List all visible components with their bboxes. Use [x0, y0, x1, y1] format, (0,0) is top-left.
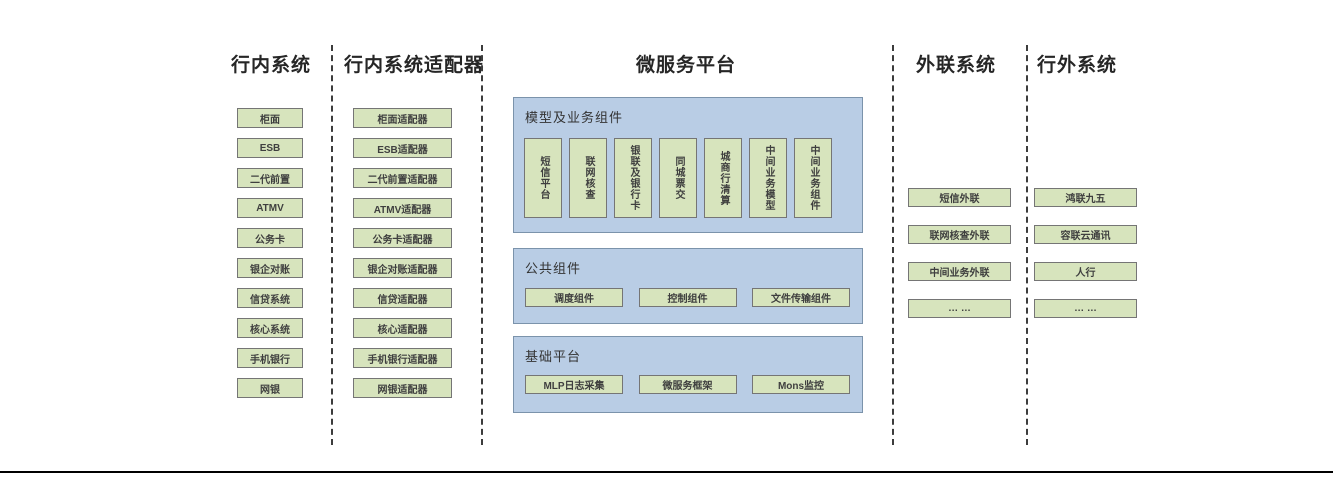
- component-label: 联网核查: [583, 156, 594, 200]
- system-box: ESB: [237, 138, 303, 158]
- column-header-microservice-platform: 微服务平台: [635, 55, 737, 76]
- internal-systems-column: 柜面 ESB 二代前置 ATMV 公务卡 银企对账 信贷系统 核心系统 手机银行…: [237, 108, 303, 398]
- system-box: 银企对账: [237, 258, 303, 278]
- component-label: 中间业务组件: [808, 145, 819, 211]
- bottom-rule: [0, 471, 1333, 473]
- adapter-box: ATMV适配器: [353, 198, 452, 218]
- system-box: 网银: [237, 378, 303, 398]
- system-box: 核心系统: [237, 318, 303, 338]
- adapter-box: 柜面适配器: [353, 108, 452, 128]
- component-label: 中间业务模型: [763, 145, 774, 211]
- outlink-systems-column: 短信外联 联网核查外联 中间业务外联 … …: [908, 188, 1011, 318]
- component-box: 联网核查: [569, 138, 607, 218]
- system-box: 手机银行: [237, 348, 303, 368]
- outside-box: 人行: [1034, 262, 1137, 281]
- component-box: MLP日志采集: [525, 375, 623, 394]
- column-divider: [1026, 45, 1028, 445]
- adapter-box: ESB适配器: [353, 138, 452, 158]
- adapter-box: 信贷适配器: [353, 288, 452, 308]
- adapter-box: 核心适配器: [353, 318, 452, 338]
- adapter-box: 网银适配器: [353, 378, 452, 398]
- component-box: 银联及银行卡: [614, 138, 652, 218]
- adapter-box: 手机银行适配器: [353, 348, 452, 368]
- system-box: 柜面: [237, 108, 303, 128]
- panel-title: 公共组件: [525, 261, 582, 276]
- adapter-box: 银企对账适配器: [353, 258, 452, 278]
- internal-adapters-column: 柜面适配器 ESB适配器 二代前置适配器 ATMV适配器 公务卡适配器 银企对账…: [353, 108, 452, 398]
- component-box: 中间业务组件: [794, 138, 832, 218]
- outside-box: 鸿联九五: [1034, 188, 1137, 207]
- component-label: 城商行清算: [718, 150, 729, 206]
- horizontal-component-row: 调度组件 控制组件 文件传输组件: [525, 288, 850, 307]
- column-divider: [331, 45, 333, 445]
- outside-box: … …: [1034, 299, 1137, 318]
- vertical-component-row: 短信平台 联网核查 银联及银行卡 同城票交 城商行清算 中间业务模型 中间业务组…: [524, 138, 832, 218]
- component-box: 短信平台: [524, 138, 562, 218]
- system-box: 信贷系统: [237, 288, 303, 308]
- component-label: 同城票交: [673, 156, 684, 200]
- column-divider: [892, 45, 894, 445]
- panel-title: 基础平台: [525, 349, 582, 364]
- outlink-box: 短信外联: [908, 188, 1011, 207]
- system-box: ATMV: [237, 198, 303, 218]
- adapter-box: 二代前置适配器: [353, 168, 452, 188]
- component-box: 微服务框架: [638, 375, 737, 394]
- outside-systems-column: 鸿联九五 容联云通讯 人行 … …: [1034, 188, 1137, 318]
- component-box: Mons监控: [752, 375, 850, 394]
- outlink-box: … …: [908, 299, 1011, 318]
- panel-title: 模型及业务组件: [525, 110, 624, 125]
- component-label: 银联及银行卡: [628, 145, 639, 211]
- component-label: 短信平台: [538, 156, 549, 200]
- column-header-internal-systems: 行内系统: [230, 55, 312, 76]
- panel-model-business-components: 模型及业务组件 短信平台 联网核查 银联及银行卡 同城票交 城商行清算 中间业务…: [513, 97, 863, 233]
- column-divider: [481, 45, 483, 445]
- outlink-box: 联网核查外联: [908, 225, 1011, 244]
- component-box: 同城票交: [659, 138, 697, 218]
- component-box: 中间业务模型: [749, 138, 787, 218]
- column-header-internal-adapters: 行内系统适配器: [343, 55, 485, 76]
- component-box: 调度组件: [525, 288, 623, 307]
- system-box: 二代前置: [237, 168, 303, 188]
- horizontal-component-row: MLP日志采集 微服务框架 Mons监控: [525, 375, 850, 394]
- component-box: 控制组件: [638, 288, 737, 307]
- panel-common-components: 公共组件 调度组件 控制组件 文件传输组件: [513, 248, 863, 324]
- outside-box: 容联云通讯: [1034, 225, 1137, 244]
- component-box: 文件传输组件: [752, 288, 850, 307]
- component-box: 城商行清算: [704, 138, 742, 218]
- system-box: 公务卡: [237, 228, 303, 248]
- outlink-box: 中间业务外联: [908, 262, 1011, 281]
- column-header-outlink-systems: 外联系统: [915, 55, 997, 76]
- panel-base-platform: 基础平台 MLP日志采集 微服务框架 Mons监控: [513, 336, 863, 413]
- column-header-outside-systems: 行外系统: [1036, 55, 1118, 76]
- adapter-box: 公务卡适配器: [353, 228, 452, 248]
